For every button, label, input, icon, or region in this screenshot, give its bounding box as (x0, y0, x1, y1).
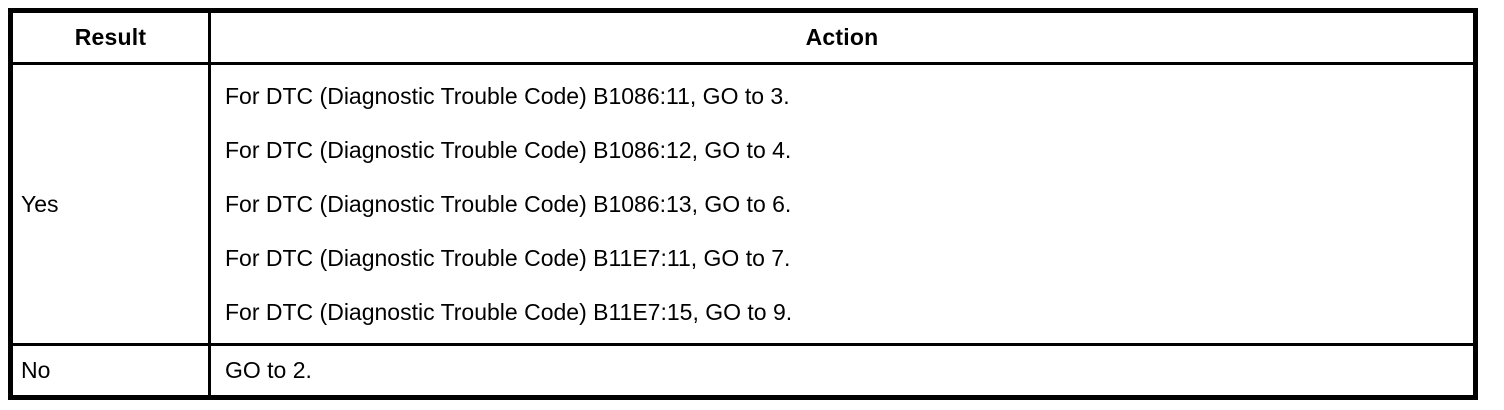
header-cell-result: Result (13, 13, 211, 62)
result-cell-no: No (13, 346, 211, 395)
result-cell-yes: Yes (13, 65, 211, 343)
result-action-table: Result Action Yes For DTC (Diagnostic Tr… (8, 8, 1478, 400)
action-line: For DTC (Diagnostic Trouble Code) B1086:… (225, 83, 790, 109)
table-header-row: Result Action (13, 13, 1473, 65)
action-line: For DTC (Diagnostic Trouble Code) B1086:… (225, 137, 792, 163)
action-line: For DTC (Diagnostic Trouble Code) B11E7:… (225, 245, 791, 271)
action-line: For DTC (Diagnostic Trouble Code) B11E7:… (225, 299, 793, 325)
table-row-no: No GO to 2. (13, 346, 1473, 395)
action-cell-no: GO to 2. (225, 357, 312, 383)
table-row-yes: Yes For DTC (Diagnostic Trouble Code) B1… (13, 65, 1473, 346)
action-cell-yes: For DTC (Diagnostic Trouble Code) B1086:… (211, 65, 1473, 343)
header-cell-action: Action (805, 24, 879, 50)
action-line: For DTC (Diagnostic Trouble Code) B1086:… (225, 191, 792, 217)
